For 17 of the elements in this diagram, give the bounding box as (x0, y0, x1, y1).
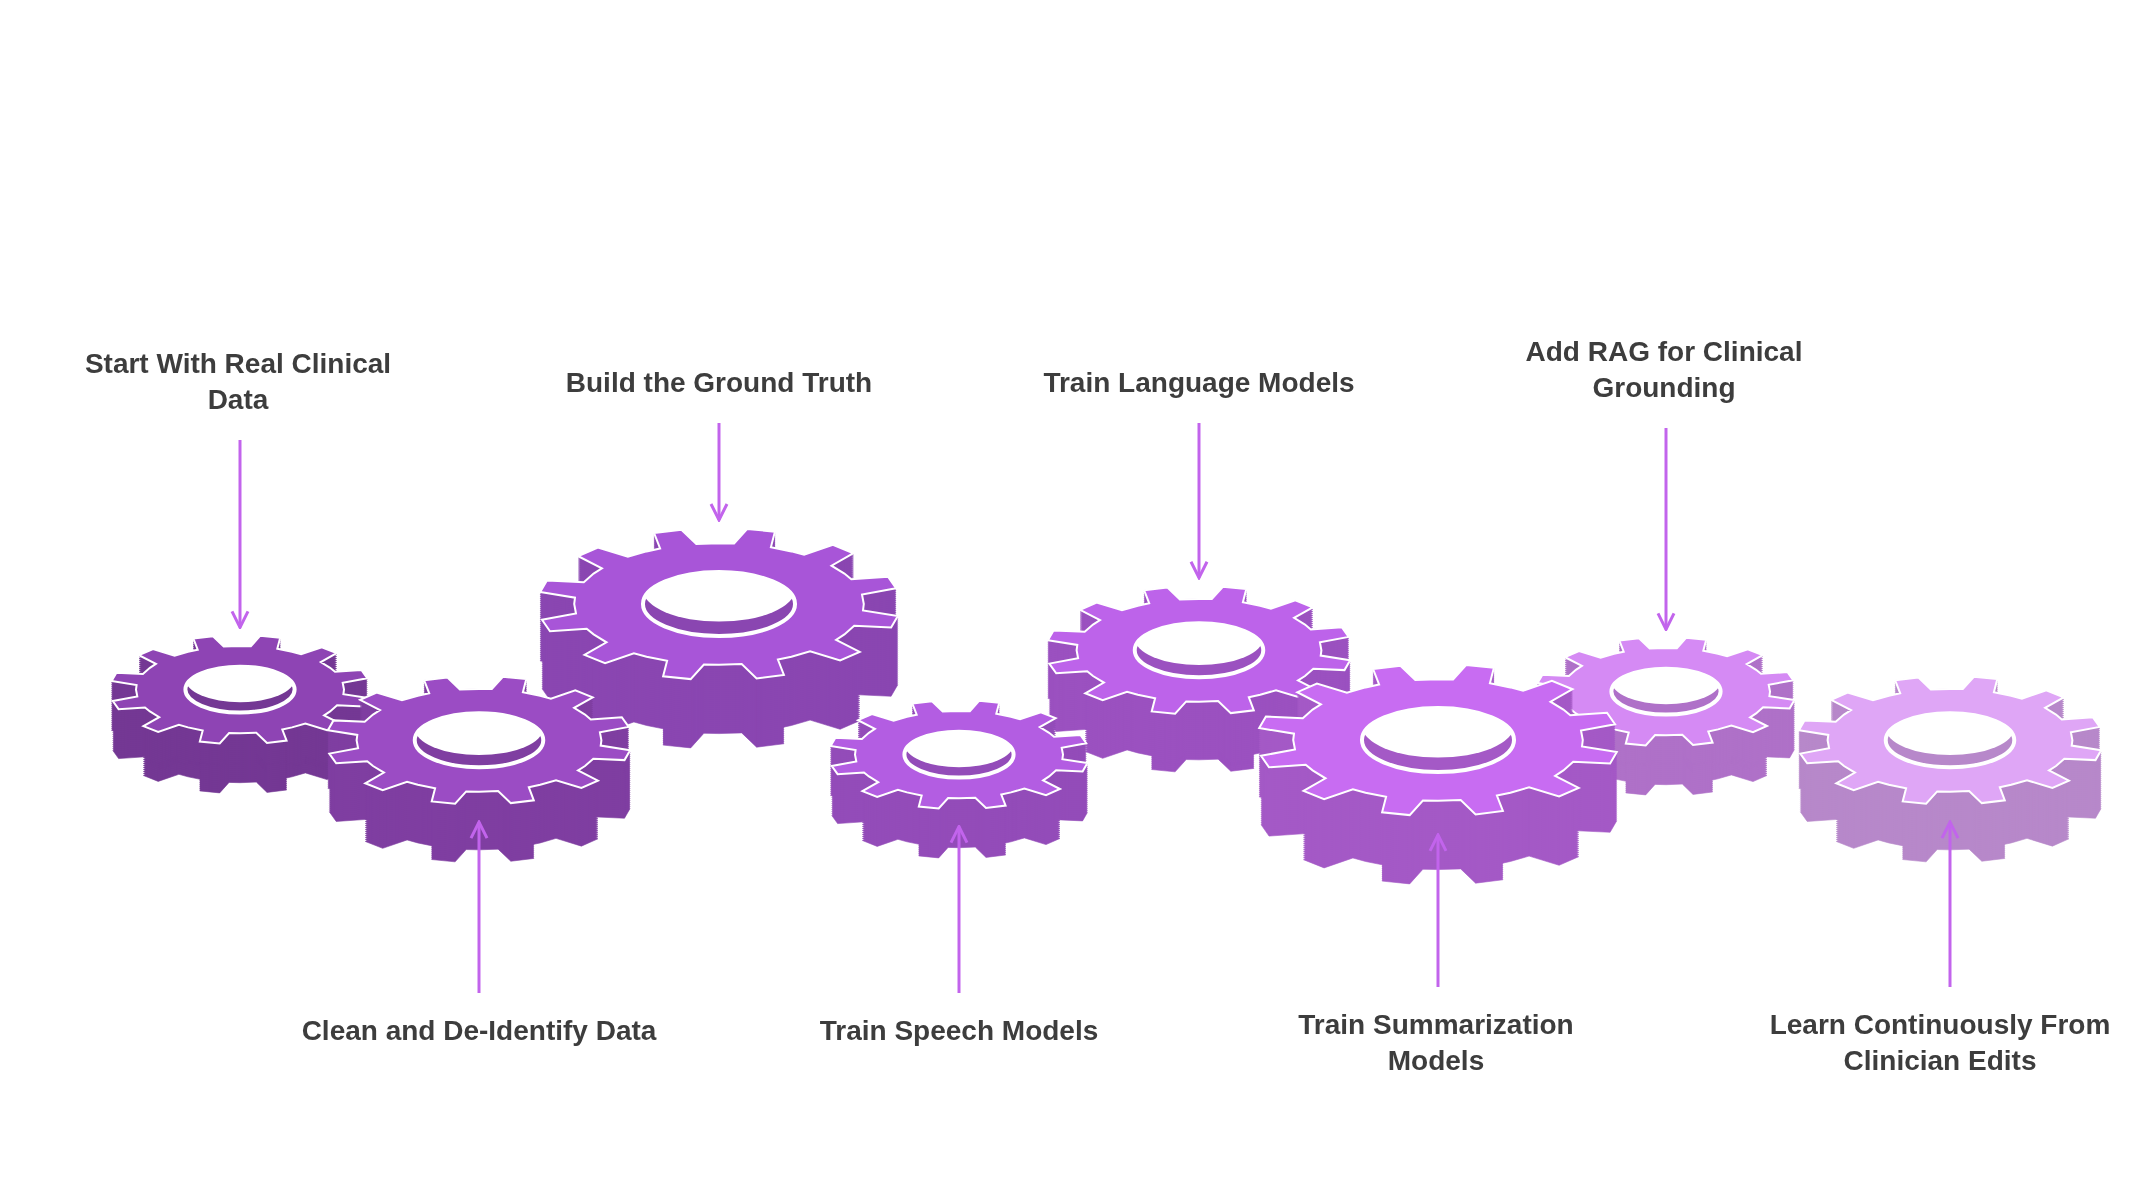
arrow (1428, 833, 1448, 987)
arrow (469, 820, 489, 993)
arrow (949, 825, 969, 993)
step-label: Train Summarization Models (1266, 1007, 1606, 1079)
step-label: Train Language Models (1009, 365, 1389, 401)
arrow (1656, 428, 1676, 631)
arrow (1189, 423, 1209, 580)
step-label: Learn Continuously From Clinician Edits (1750, 1007, 2130, 1079)
arrow (230, 440, 250, 629)
step-label: Clean and De-Identify Data (269, 1013, 689, 1049)
step-label: Add RAG for Clinical Grounding (1494, 334, 1834, 406)
arrow (709, 423, 729, 522)
step-label: Start With Real Clinical Data (68, 346, 408, 418)
arrow (1940, 820, 1960, 987)
step-label: Train Speech Models (769, 1013, 1149, 1049)
gear (827, 698, 1091, 861)
step-label: Build the Ground Truth (529, 365, 909, 401)
